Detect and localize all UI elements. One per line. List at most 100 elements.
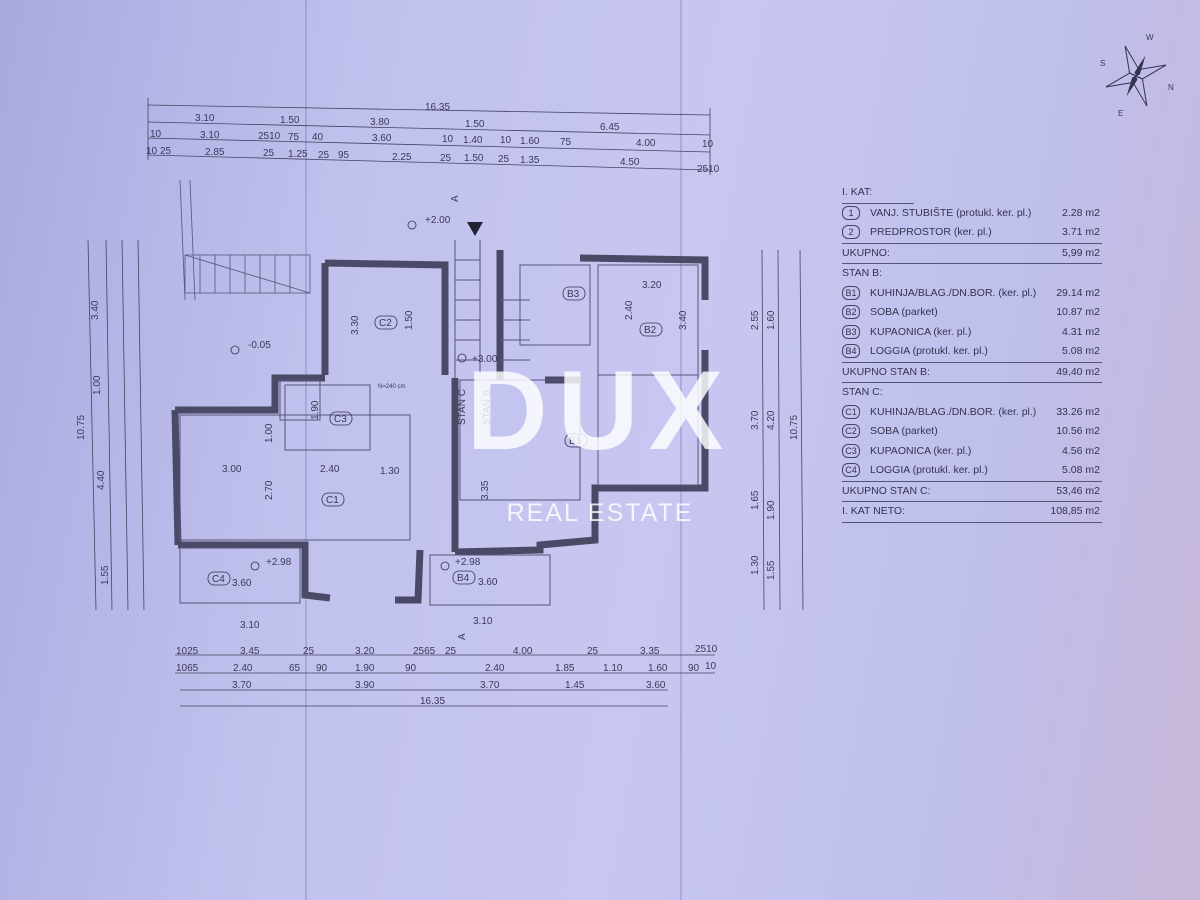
room-tag-b4: B4 (452, 570, 476, 585)
table-row: 2 PREDPROSTOR (ker. pl.) 3.71 m2 (842, 223, 1102, 244)
dim: 25 (160, 146, 172, 157)
room-area: 5.08 m2 (1062, 345, 1100, 357)
dim: 3.80 (370, 117, 390, 128)
dim: 2.25 (392, 152, 412, 163)
dim: 4.40 (96, 470, 107, 490)
inner-dim: 3.35 (480, 480, 491, 500)
dim: 1025 (176, 646, 199, 657)
dim: 10 (705, 661, 717, 672)
dim: 25 (587, 646, 599, 657)
dim: 1.60 (520, 136, 540, 147)
level-marker-icon (407, 220, 417, 230)
room-area: 4.56 m2 (1062, 444, 1100, 457)
top-total-dim: 16.35 (425, 102, 450, 113)
room-tag-b2: B2 (639, 322, 663, 337)
dim: 3.20 (355, 646, 375, 657)
section-marks: A A +2.00 -0.05 +3.00 +2.98 +2.98 (230, 195, 498, 640)
dim: 1065 (176, 663, 199, 674)
dim: 25 (303, 646, 315, 657)
dim: 1.40 (463, 135, 483, 146)
stan-c-title: STAN C: (842, 386, 883, 398)
side-dimension-lines (87, 239, 804, 611)
dim: 1.25 (288, 149, 308, 160)
dim: 1.90 (766, 500, 777, 520)
dim: 3.35 (640, 646, 660, 657)
total-value: 53,46 m2 (1056, 484, 1100, 497)
plan-text: C4 (212, 574, 225, 585)
door-note: N=240 cm (378, 384, 406, 390)
room-tag-b3: B3 (562, 286, 586, 301)
dim: 25 (318, 150, 330, 161)
top-dimension-text: 16.35 3.10 1.50 3.80 1.50 6.45 10 3.10 2… (146, 102, 720, 175)
inner-dim: 1.30 (380, 466, 400, 477)
room-area: 10.56 m2 (1056, 425, 1100, 437)
top-dimension-lines (147, 98, 711, 175)
room-code: B3 (842, 324, 860, 339)
room-name: PREDPROSTOR (ker. pl.) (870, 226, 992, 238)
stan-c-total-row: UKUPNO STAN C:53,46 m2 (842, 482, 1102, 502)
dim: 1.30 (750, 555, 761, 575)
level-c4: +2.98 (266, 557, 292, 568)
room-labels: C1 C2 C3 C4 B1 B2 B3 B4 STAN C STAN B N=… (207, 280, 689, 631)
right-total-dim: 10.75 (789, 415, 800, 440)
dim: 25 (440, 153, 452, 164)
room-code: C3 (842, 443, 860, 458)
interior-lines (179, 240, 699, 606)
inner-dim: 3.10 (240, 620, 260, 631)
dim: 1.45 (565, 680, 585, 691)
room-name: KUHINJA/BLAG./DN.BOR. (ker. pl.) (870, 405, 1037, 418)
room-code: 1 (842, 205, 860, 220)
dim: 1.60 (648, 663, 668, 674)
dim: 3.70 (480, 680, 500, 691)
room-tag-c4: C4 (207, 571, 231, 586)
room-code: B1 (842, 285, 860, 300)
plan-text: C3 (334, 414, 347, 425)
total-value: 49,40 m2 (1056, 365, 1100, 378)
side-dimension-text: 10.75 3.40 1.00 4.40 1.55 2.55 1.60 3.70… (76, 300, 800, 585)
bottom-dimension-text: 1025 3.45 25 3.20 2565 25 4.00 25 3.35 2… (176, 644, 718, 707)
inner-dim: 3.30 (350, 315, 361, 335)
entrance-arrow-icon (467, 222, 483, 236)
bottom-dimension-lines (175, 654, 715, 707)
dim: 4.00 (636, 138, 656, 149)
inner-dim: 1.50 (404, 310, 415, 330)
room-name: LOGGIA (protukl. ker. pl.) (870, 345, 988, 357)
dim: 1.85 (555, 663, 575, 674)
room-area: 10.87 m2 (1056, 306, 1100, 318)
dim: 90 (688, 663, 700, 674)
net-total-value: 108,85 m2 (1050, 505, 1100, 517)
dim: 3.70 (750, 410, 761, 430)
dim: 10 (150, 129, 162, 140)
inner-dim: 1.90 (310, 400, 321, 420)
room-name: VANJ. STUBIŠTE (protukl. ker. pl.) (870, 206, 1032, 219)
level-marker-icon (457, 353, 467, 363)
room-area: 3.71 m2 (1062, 226, 1100, 238)
stan-c-label: STAN C (457, 389, 468, 425)
level-b4: +2.98 (455, 557, 481, 568)
stan-b-title: STAN B: (842, 267, 883, 279)
dim: 40 (312, 132, 324, 143)
inner-dim: 3.00 (222, 464, 242, 475)
level-marker-icon (230, 345, 240, 355)
room-code: 2 (842, 225, 860, 240)
net-total-label: I. KAT NETO: (842, 505, 906, 517)
dim: 10 (146, 146, 158, 157)
room-tag-c2: C2 (374, 315, 398, 330)
dim: 1.60 (766, 310, 777, 330)
dim: 25 (445, 646, 457, 657)
room-tag-b1: B1 (564, 433, 588, 448)
plan-text: C2 (379, 318, 392, 329)
inner-dim: 3.10 (473, 616, 493, 627)
dim: 1.50 (464, 153, 484, 164)
inner-dim: 1.00 (264, 423, 275, 443)
subtotal-value: 5,99 m2 (1062, 246, 1100, 259)
level-left: -0.05 (248, 340, 271, 351)
